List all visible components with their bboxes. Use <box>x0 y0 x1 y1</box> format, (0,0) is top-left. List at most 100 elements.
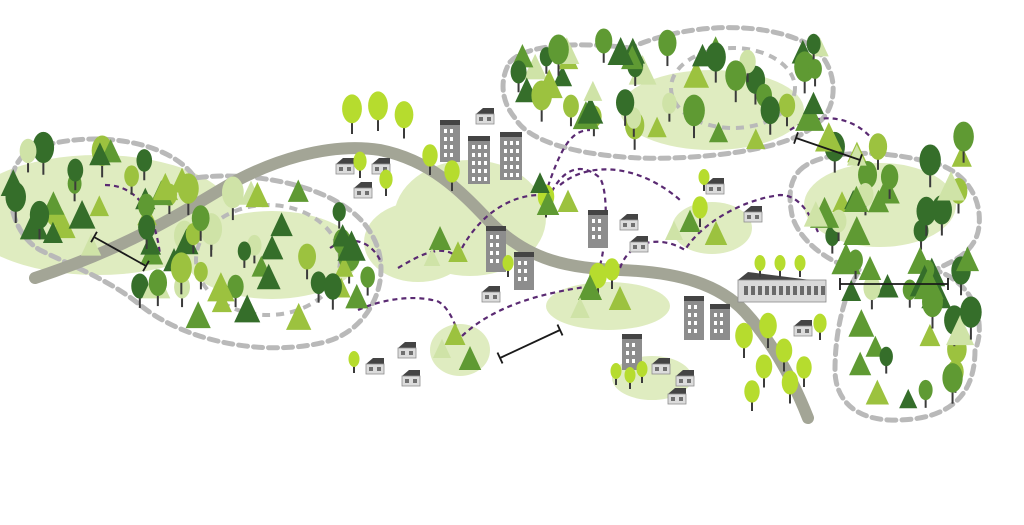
deciduous-tree-icon <box>636 361 648 383</box>
building-icon <box>486 226 506 272</box>
conifer-tree-icon <box>844 185 869 212</box>
conifer-tree-icon <box>578 274 602 300</box>
conifer-tree-icon <box>683 60 710 88</box>
conifer-tree-icon <box>803 201 828 227</box>
conifer-tree-icon <box>42 221 63 244</box>
conifer-tree-icon <box>899 388 918 409</box>
barrier-icon <box>793 132 863 166</box>
deciduous-tree-icon <box>754 255 766 277</box>
deciduous-tree-icon <box>919 144 941 188</box>
deciduous-tree-icon <box>692 196 708 227</box>
deciduous-tree-icon <box>735 322 753 358</box>
conifer-tree-icon <box>937 171 965 201</box>
house-icon <box>335 158 355 175</box>
corridor-link <box>357 296 464 346</box>
house-icon <box>353 182 373 199</box>
deciduous-tree-icon <box>813 313 827 340</box>
deciduous-tree-icon <box>353 151 367 178</box>
conifer-tree-icon <box>530 172 550 193</box>
barrier-icon <box>90 231 150 272</box>
conifer-tree-icon <box>848 309 875 337</box>
conifer-tree-icon <box>865 379 889 405</box>
conifer-tree-icon <box>919 323 941 347</box>
conifer-tree-icon <box>951 145 972 167</box>
conifer-tree-icon <box>583 80 603 101</box>
deciduous-tree-icon <box>796 356 812 387</box>
building-icon <box>514 252 534 290</box>
deciduous-tree-icon <box>332 202 346 229</box>
deciduous-tree-icon <box>662 92 677 122</box>
conifer-tree-icon <box>704 221 728 245</box>
deciduous-tree-icon <box>744 380 760 411</box>
deciduous-tree-icon <box>177 173 199 216</box>
conifer-tree-icon <box>577 96 604 124</box>
deciduous-tree-icon <box>32 131 55 175</box>
deciduous-tree-icon <box>136 149 153 181</box>
house-icon <box>371 158 391 175</box>
building-icon <box>622 334 642 370</box>
deciduous-tree-icon <box>808 58 822 87</box>
deciduous-tree-icon <box>658 29 677 67</box>
conifer-tree-icon <box>956 246 980 272</box>
house-icon <box>651 358 671 375</box>
deciduous-tree-icon <box>778 93 796 127</box>
building-icon <box>440 120 460 162</box>
deciduous-tree-icon <box>67 158 84 191</box>
deciduous-tree-icon <box>394 101 414 139</box>
corridor-link <box>543 128 591 196</box>
deciduous-tree-icon <box>595 28 613 63</box>
highway-layer <box>29 142 814 424</box>
conifer-tree-icon <box>679 209 701 232</box>
deciduous-tree-icon <box>775 338 793 372</box>
deciduous-tree-icon <box>170 252 192 295</box>
conifer-tree-icon <box>334 256 354 277</box>
deciduous-tree-icon <box>931 195 952 236</box>
deciduous-tree-icon <box>705 42 726 83</box>
conifer-tree-icon <box>234 294 261 323</box>
highway <box>29 142 814 424</box>
house-icon <box>675 370 695 387</box>
conifer-tree-icon <box>211 290 232 313</box>
deciduous-tree-icon <box>323 273 342 310</box>
deciduous-tree-icon <box>227 274 244 308</box>
conifer-tree-icon <box>89 142 111 166</box>
deciduous-tree-icon <box>683 94 705 139</box>
conifer-tree-icon <box>570 297 590 318</box>
deciduous-tree-icon <box>310 271 327 303</box>
deciduous-tree-icon <box>698 169 710 191</box>
deciduous-tree-icon <box>848 249 863 279</box>
conifer-tree-icon <box>89 195 109 217</box>
conifer-tree-icon <box>858 256 882 280</box>
house-icon <box>705 178 725 195</box>
conifer-tree-icon <box>536 191 560 215</box>
house-icon <box>743 206 763 223</box>
deciduous-tree-icon <box>615 89 635 126</box>
conifer-tree-icon <box>332 224 354 247</box>
conifer-tree-icon <box>815 122 843 152</box>
building-icon <box>500 132 522 180</box>
deciduous-tree-icon <box>879 346 893 374</box>
conifer-tree-icon <box>448 241 468 262</box>
deciduous-tree-icon <box>942 363 963 404</box>
deciduous-tree-icon <box>237 241 251 268</box>
conifer-tree-icon <box>846 144 867 166</box>
deciduous-tree-icon <box>531 80 552 122</box>
conifer-tree-icon <box>795 99 825 131</box>
corridor-link <box>461 193 541 249</box>
deciduous-tree-icon <box>913 220 929 250</box>
deciduous-tree-icon <box>806 33 821 62</box>
deciduous-tree-icon <box>131 273 149 308</box>
deciduous-tree-icon <box>422 144 438 175</box>
deciduous-tree-icon <box>960 296 982 340</box>
deciduous-tree-icon <box>863 275 881 310</box>
conifer-tree-icon <box>444 322 466 345</box>
house-icon <box>793 320 813 337</box>
deciduous-tree-icon <box>148 269 168 307</box>
conifer-tree-icon <box>185 301 211 329</box>
deciduous-tree-icon <box>794 255 806 277</box>
deciduous-tree-icon <box>880 164 899 199</box>
conifer-tree-icon <box>423 248 441 266</box>
house-icon <box>475 108 495 125</box>
trees-layer <box>0 28 982 411</box>
